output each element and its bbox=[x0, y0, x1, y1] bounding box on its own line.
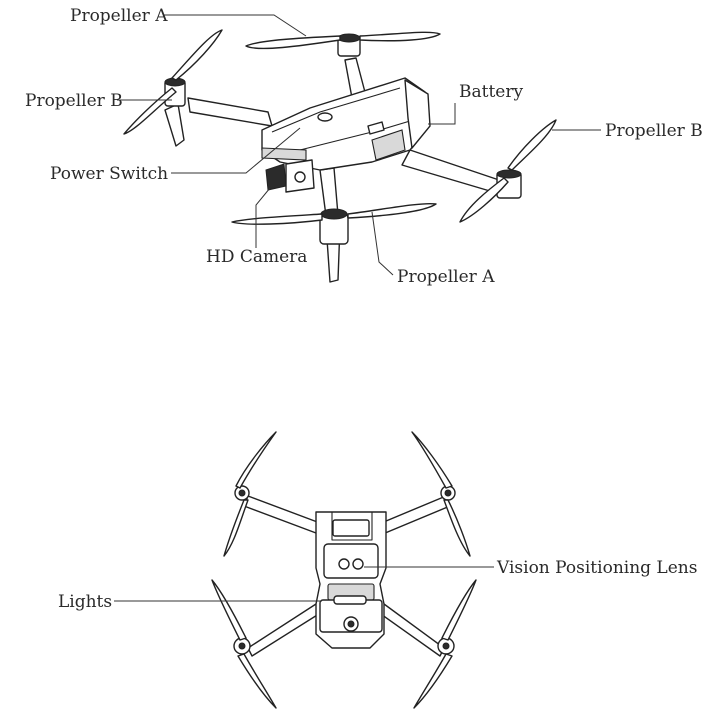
label-hd-camera: HD Camera bbox=[206, 247, 307, 267]
propeller-bottom-left-blade-2 bbox=[237, 653, 277, 709]
vision-lens-left bbox=[338, 558, 350, 570]
label-propeller-a-top: Propeller A bbox=[70, 6, 168, 26]
label-propeller-a-bottom: Propeller A bbox=[397, 267, 495, 287]
leader-lines bbox=[114, 14, 601, 602]
propeller-top-left-blade-1 bbox=[235, 431, 277, 489]
arm-bottom-left bbox=[247, 603, 323, 657]
propeller-bottom-right-blade-2 bbox=[413, 653, 453, 709]
propeller-b-right-blade-1 bbox=[507, 119, 557, 171]
propeller-a-top-blade-1 bbox=[245, 35, 341, 50]
label-vision-positioning-lens: Vision Positioning Lens bbox=[496, 558, 697, 578]
battery-pack bbox=[404, 79, 431, 149]
arm-bottom-right bbox=[377, 603, 445, 657]
drone-perspective-view bbox=[123, 29, 557, 283]
label-power-switch: Power Switch bbox=[50, 164, 168, 184]
motor-front-right bbox=[319, 208, 349, 245]
hd-camera-lens bbox=[265, 163, 287, 191]
propeller-top-right-blade-2 bbox=[443, 499, 471, 557]
drone-underside-view bbox=[211, 431, 477, 709]
propeller-a-bottom-blade-1 bbox=[347, 202, 437, 219]
label-propeller-b-right: Propeller B bbox=[605, 121, 702, 141]
propeller-a-top-blade-2 bbox=[359, 31, 441, 42]
power-button bbox=[317, 112, 333, 122]
vision-lens-right bbox=[352, 558, 364, 570]
propeller-a-bottom-blade-2 bbox=[231, 213, 323, 225]
leg-left bbox=[164, 103, 185, 147]
motor-rear-left bbox=[337, 33, 361, 57]
propeller-top-right-blade-1 bbox=[411, 431, 453, 489]
labels: Propeller A Propeller B Battery Propelle… bbox=[25, 6, 702, 612]
arm-rear-right bbox=[401, 149, 506, 195]
label-propeller-b-left: Propeller B bbox=[25, 91, 123, 111]
propeller-b-left-blade-1 bbox=[171, 29, 223, 81]
propeller-b-right-blade-2 bbox=[459, 177, 509, 223]
label-lights: Lights bbox=[58, 592, 112, 612]
propeller-bottom-left-blade-1 bbox=[211, 579, 247, 641]
propeller-top-left-blade-2 bbox=[223, 499, 249, 557]
label-battery: Battery bbox=[459, 82, 523, 102]
propeller-bottom-right-blade-1 bbox=[441, 579, 477, 641]
body-ridge bbox=[271, 87, 401, 133]
arm-front-left bbox=[187, 97, 273, 127]
